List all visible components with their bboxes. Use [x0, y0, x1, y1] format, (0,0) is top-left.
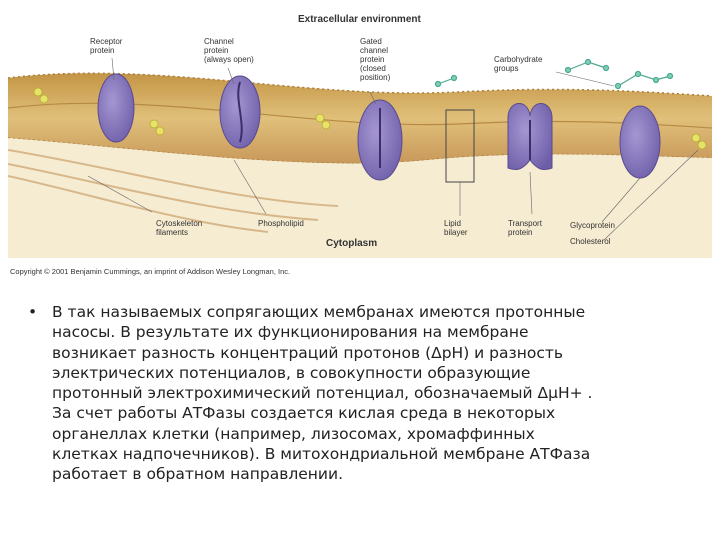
carbohydrate-chains	[434, 58, 674, 90]
leader-lines	[87, 57, 699, 241]
cytoplasm-region	[8, 138, 712, 258]
glycoprotein	[619, 105, 661, 179]
gated-channel-protein	[357, 99, 403, 181]
receptor-protein	[97, 73, 135, 143]
transport-protein	[507, 103, 553, 171]
cholesterol-label: Cholesterol	[570, 237, 611, 246]
channel-protein	[219, 75, 261, 149]
header-label: Extracellular environment	[298, 14, 421, 25]
phospholipid-label: Phospholipid	[258, 219, 304, 228]
glycoprotein-label: Glycoprotein	[570, 221, 615, 230]
cholesterol-molecules	[33, 87, 707, 150]
paragraph-text: В так называемых сопрягающих мембранах и…	[52, 303, 593, 484]
text-block: • В так называемых сопрягающих мембранах…	[28, 302, 696, 485]
copyright-line: Copyright © 2001 Benjamin Cummings, an i…	[10, 267, 290, 276]
bullet-marker: •	[28, 303, 38, 321]
cytoplasm-label: Cytoplasm	[326, 238, 377, 249]
